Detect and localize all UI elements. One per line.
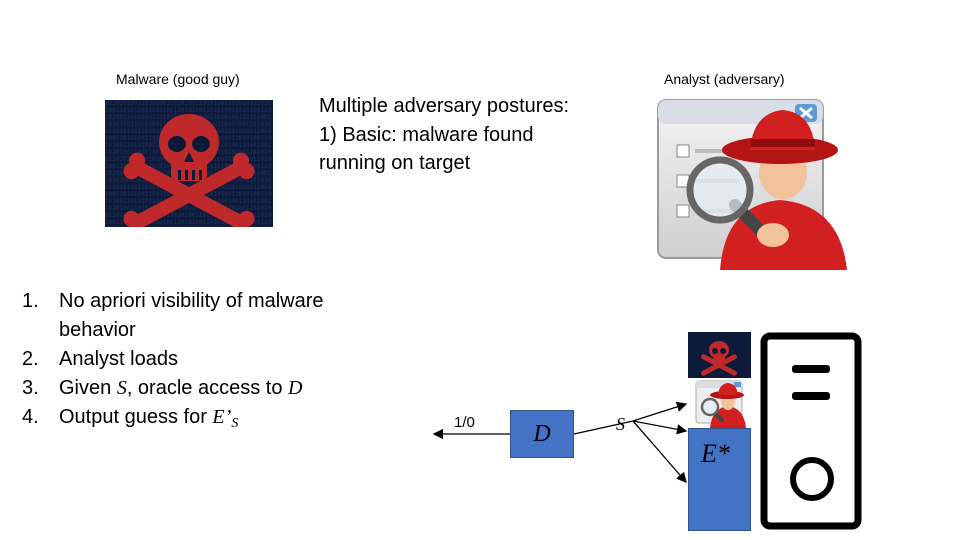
step-item: 4. Output guess for E’S [22,406,239,431]
stack-malware-thumb [688,332,751,378]
posture-line-1: Multiple adversary postures: [319,95,570,117]
d-box: D [510,410,574,458]
posture-line-2: 1) Basic: malware found [319,123,534,146]
step-item: 2. Analyst loads [22,348,178,370]
s-label: S [616,414,625,434]
estar-label: E* [701,439,730,468]
s-to-malware-arrow [632,401,688,422]
output-label: 1/0 [454,414,475,431]
step-item: 1. No apriori visibility of malware beha… [22,290,324,341]
posture-line-3: running on target [319,152,471,174]
steps-list: 1. No apriori visibility of malware beha… [22,287,399,434]
d-to-s-line [573,420,634,435]
stack-analyst-thumb [688,378,751,428]
skull-crossbones-icon [123,114,255,227]
d-label: D [533,420,551,447]
s-to-estar-arrow [632,420,687,483]
s-to-analyst-arrow [632,420,688,435]
estar-box: E* [688,428,751,531]
analyst-caption: Analyst (adversary) [664,71,785,87]
step-item: 3. Given S, oracle access to D [22,377,303,399]
spy-magnifier-icon [657,99,847,270]
spy-magnifier-icon [695,380,746,428]
malware-skull-icon: 0110101001101010011010100110101001101010… [105,100,273,227]
computer-tower-icon [760,332,862,530]
skull-crossbones-icon [701,341,737,376]
malware-caption: Malware (good guy) [116,71,240,87]
posture-description: Multiple adversary postures: 1) Basic: m… [319,92,619,178]
